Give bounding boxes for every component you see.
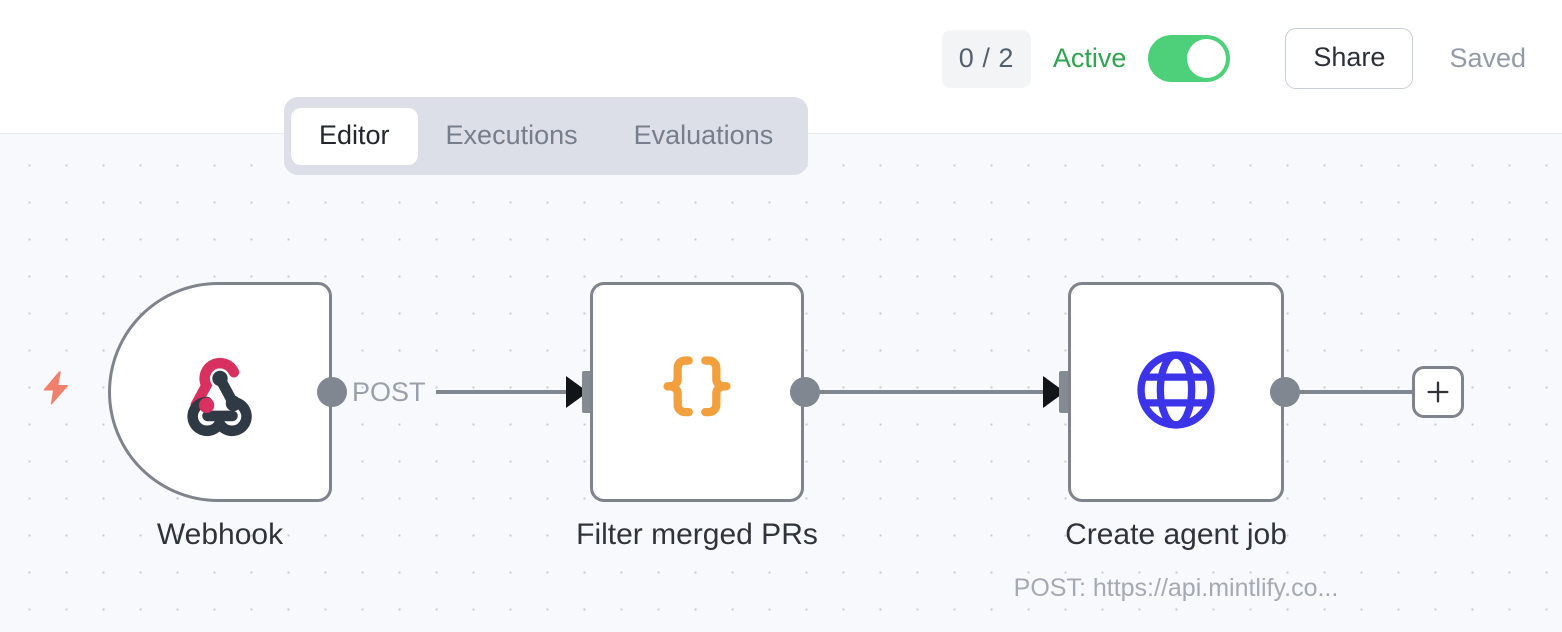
node-filter-body: [593, 285, 801, 499]
edge-http-to-add[interactable]: [1296, 390, 1412, 394]
node-webhook-output-handle[interactable]: [317, 377, 347, 407]
active-status-label: Active: [1052, 43, 1127, 73]
node-filter-output-handle[interactable]: [790, 377, 820, 407]
tab-executions[interactable]: Executions: [445, 119, 578, 150]
node-filter-label: Filter merged PRs: [576, 518, 818, 551]
edge-label-post: POST: [352, 377, 426, 407]
globe-icon: [1130, 344, 1222, 441]
toggle-knob: [1187, 39, 1227, 78]
plus-icon: [1427, 381, 1449, 403]
node-filter-merged-prs[interactable]: [590, 282, 804, 502]
workflow-canvas[interactable]: Webhook POST Filter merged PRs: [0, 134, 1562, 632]
node-http-output-handle[interactable]: [1270, 377, 1300, 407]
save-status-label: Saved: [1449, 43, 1526, 73]
node-create-agent-job[interactable]: [1068, 282, 1284, 502]
node-webhook-label: Webhook: [156, 518, 284, 551]
edge-webhook-to-filter[interactable]: [436, 390, 566, 394]
execution-count-badge: 0 / 2: [941, 29, 1031, 88]
node-http-body: [1071, 285, 1281, 499]
active-toggle-switch[interactable]: [1148, 35, 1231, 82]
add-node-button[interactable]: [1412, 366, 1464, 418]
node-webhook[interactable]: [108, 282, 332, 502]
lightning-bolt-icon: [38, 366, 74, 415]
node-webhook-body: [111, 285, 329, 499]
tab-evaluations[interactable]: Evaluations: [633, 119, 774, 150]
share-button[interactable]: Share: [1285, 28, 1414, 89]
curly-braces-icon: [651, 344, 743, 441]
webhook-icon: [172, 342, 268, 443]
edge-filter-to-http[interactable]: [816, 390, 1043, 394]
tab-editor[interactable]: Editor: [291, 107, 418, 165]
view-tabs: Editor Executions Evaluations: [284, 97, 809, 175]
node-http-label: Create agent job: [1065, 518, 1287, 551]
node-http-sublabel: POST: https://api.mintlify.co...: [1013, 574, 1339, 602]
header-actions: 0 / 2 Active Share Saved: [941, 28, 1526, 89]
